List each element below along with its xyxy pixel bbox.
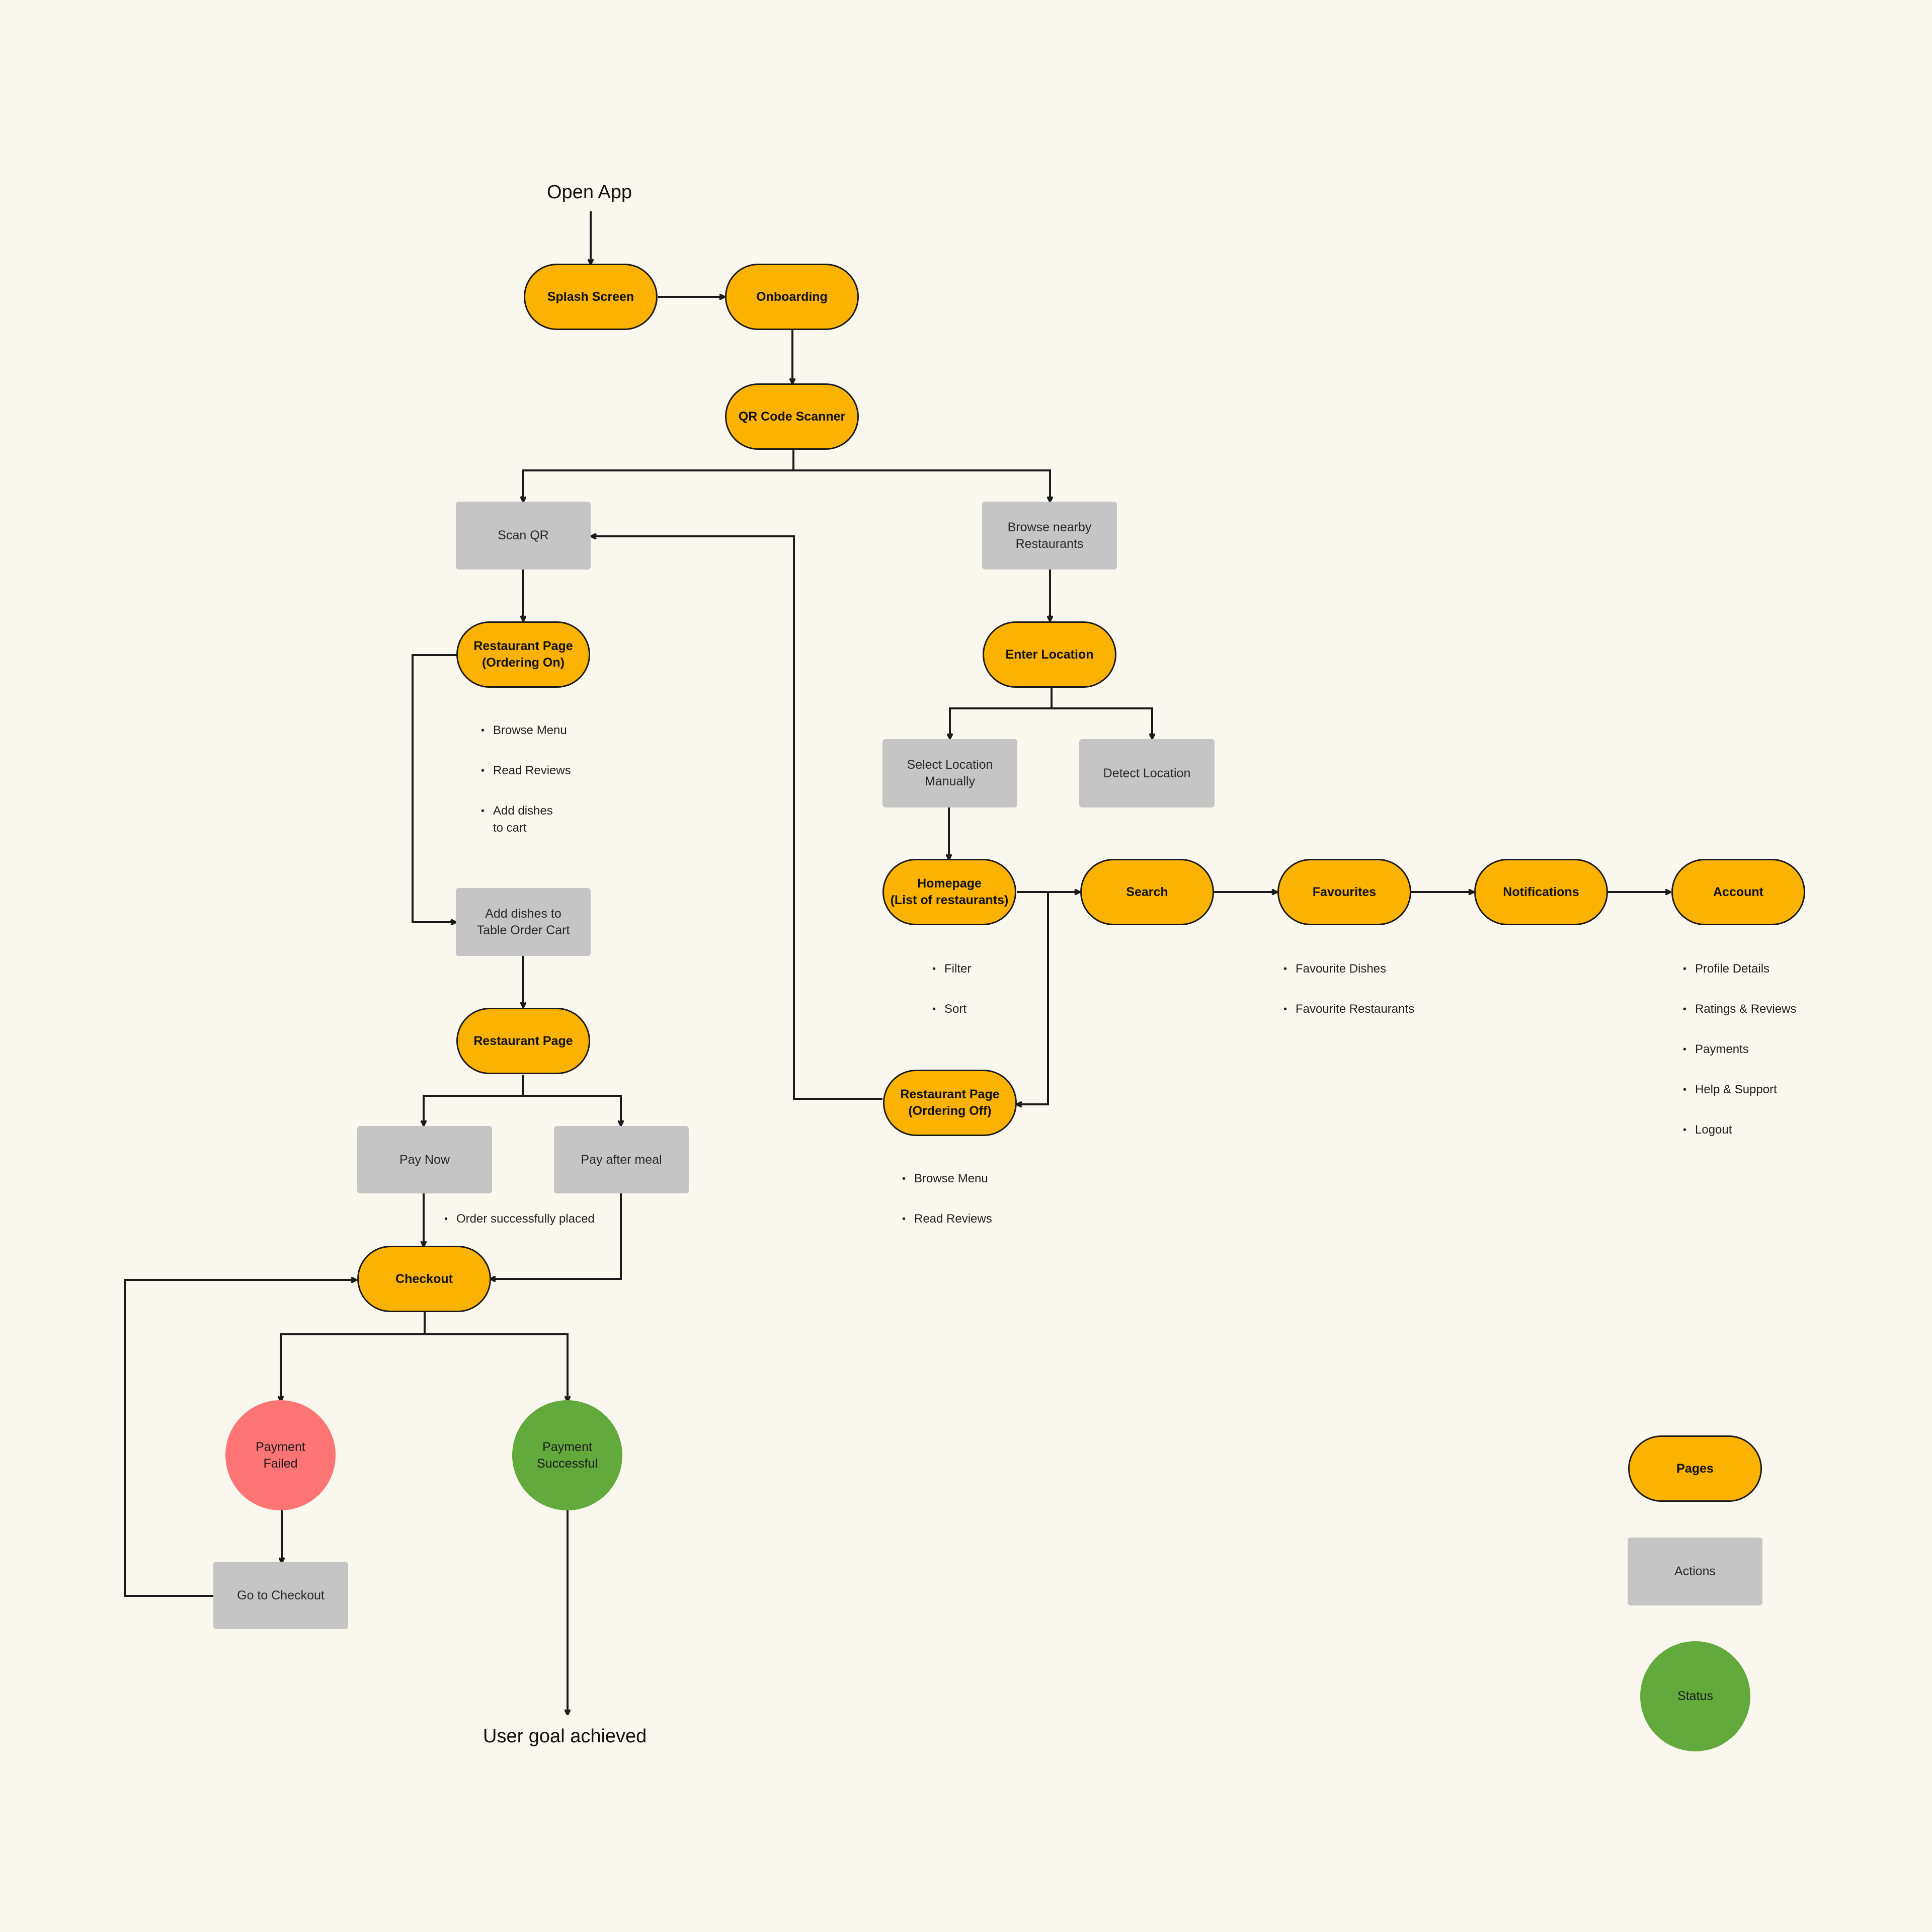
note-item: Browse Menu — [481, 722, 571, 739]
node-detect-location[interactable]: Detect Location — [1079, 739, 1215, 808]
node-qr-code-scanner[interactable]: QR Code Scanner — [725, 383, 859, 450]
legend-status: Status — [1640, 1641, 1750, 1751]
node-account[interactable]: Account — [1671, 859, 1805, 925]
node-favourites[interactable]: Favourites — [1277, 859, 1411, 925]
edge-rp-to-pay-now — [424, 1075, 524, 1125]
note-item: Ratings & Reviews — [1683, 1001, 1796, 1018]
edge-checkout-to-success — [425, 1333, 568, 1401]
node-restaurant-page-ordering-off[interactable]: Restaurant Page (Ordering Off) — [883, 1070, 1017, 1136]
notes-favourites: Favourite Dishes Favourite Restaurants — [1283, 960, 1414, 1018]
node-search[interactable]: Search — [1080, 859, 1214, 925]
edge-rp-off-to-scan — [591, 536, 882, 1100]
notes-pay-now: Order successfully placed — [444, 1211, 595, 1228]
note-item: Read Reviews — [902, 1211, 992, 1228]
node-enter-location[interactable]: Enter Location — [983, 621, 1116, 688]
node-homepage[interactable]: Homepage (List of restaurants) — [882, 859, 1016, 925]
node-onboarding[interactable]: Onboarding — [725, 264, 859, 330]
edge-go-checkout-to-checkout — [124, 1280, 356, 1597]
edge-rp-to-pay-after — [523, 1095, 621, 1125]
note-item: Browse Menu — [902, 1170, 992, 1187]
note-item: Filter — [932, 960, 971, 978]
edge-rp-on-to-add-dishes — [412, 654, 457, 922]
edge-homepage-to-rp-off — [1017, 892, 1049, 1104]
legend-pages: Pages — [1628, 1435, 1762, 1502]
edge-checkout-to-failed — [281, 1312, 426, 1401]
note-item: Read Reviews — [481, 762, 571, 779]
node-payment-failed: Payment Failed — [225, 1400, 336, 1510]
edge-pay-after-to-checkout — [491, 1193, 622, 1279]
notes-homepage: Filter Sort — [932, 960, 971, 1018]
node-select-location-manually[interactable]: Select Location Manually — [882, 739, 1017, 808]
edge-qr-to-scan — [523, 450, 794, 502]
notes-restaurant-page-ordering-on: Browse Menu Read Reviews Add dishes to c… — [481, 722, 571, 837]
node-go-to-checkout[interactable]: Go to Checkout — [213, 1562, 348, 1629]
node-scan-qr[interactable]: Scan QR — [456, 502, 591, 570]
node-checkout[interactable]: Checkout — [357, 1246, 491, 1312]
node-notifications[interactable]: Notifications — [1474, 859, 1608, 925]
edge-enter-to-detect — [1052, 707, 1152, 739]
node-restaurant-page-ordering-on[interactable]: Restaurant Page (Ordering On) — [456, 621, 590, 688]
edge-enter-to-select — [950, 688, 1053, 739]
node-restaurant-page[interactable]: Restaurant Page — [456, 1008, 590, 1074]
node-pay-now[interactable]: Pay Now — [357, 1126, 492, 1193]
notes-account: Profile Details Ratings & Reviews Paymen… — [1683, 960, 1796, 1139]
node-splash-screen[interactable]: Splash Screen — [524, 264, 658, 330]
note-item: Favourite Dishes — [1283, 960, 1414, 978]
note-item: Help & Support — [1683, 1081, 1796, 1098]
node-pay-after-meal[interactable]: Pay after meal — [554, 1126, 689, 1193]
node-payment-successful: Payment Successful — [512, 1400, 622, 1510]
node-add-dishes-to-table-order-cart[interactable]: Add dishes to Table Order Cart — [456, 888, 591, 956]
notes-restaurant-page-ordering-off: Browse Menu Read Reviews — [902, 1170, 992, 1228]
legend-actions: Actions — [1628, 1538, 1762, 1605]
note-item: Sort — [932, 1001, 971, 1018]
heading-user-goal-achieved: User goal achieved — [483, 1726, 647, 1747]
note-item: Order successfully placed — [444, 1211, 595, 1228]
note-item: Profile Details — [1683, 960, 1796, 978]
note-item: Logout — [1683, 1121, 1796, 1139]
note-item: Payments — [1683, 1041, 1796, 1058]
heading-open-app: Open App — [547, 182, 632, 203]
note-item: Favourite Restaurants — [1283, 1001, 1414, 1018]
edge-qr-to-browse — [793, 469, 1050, 502]
node-browse-nearby-restaurants[interactable]: Browse nearby Restaurants — [982, 502, 1117, 570]
note-item: Add dishes to cart — [481, 802, 571, 837]
